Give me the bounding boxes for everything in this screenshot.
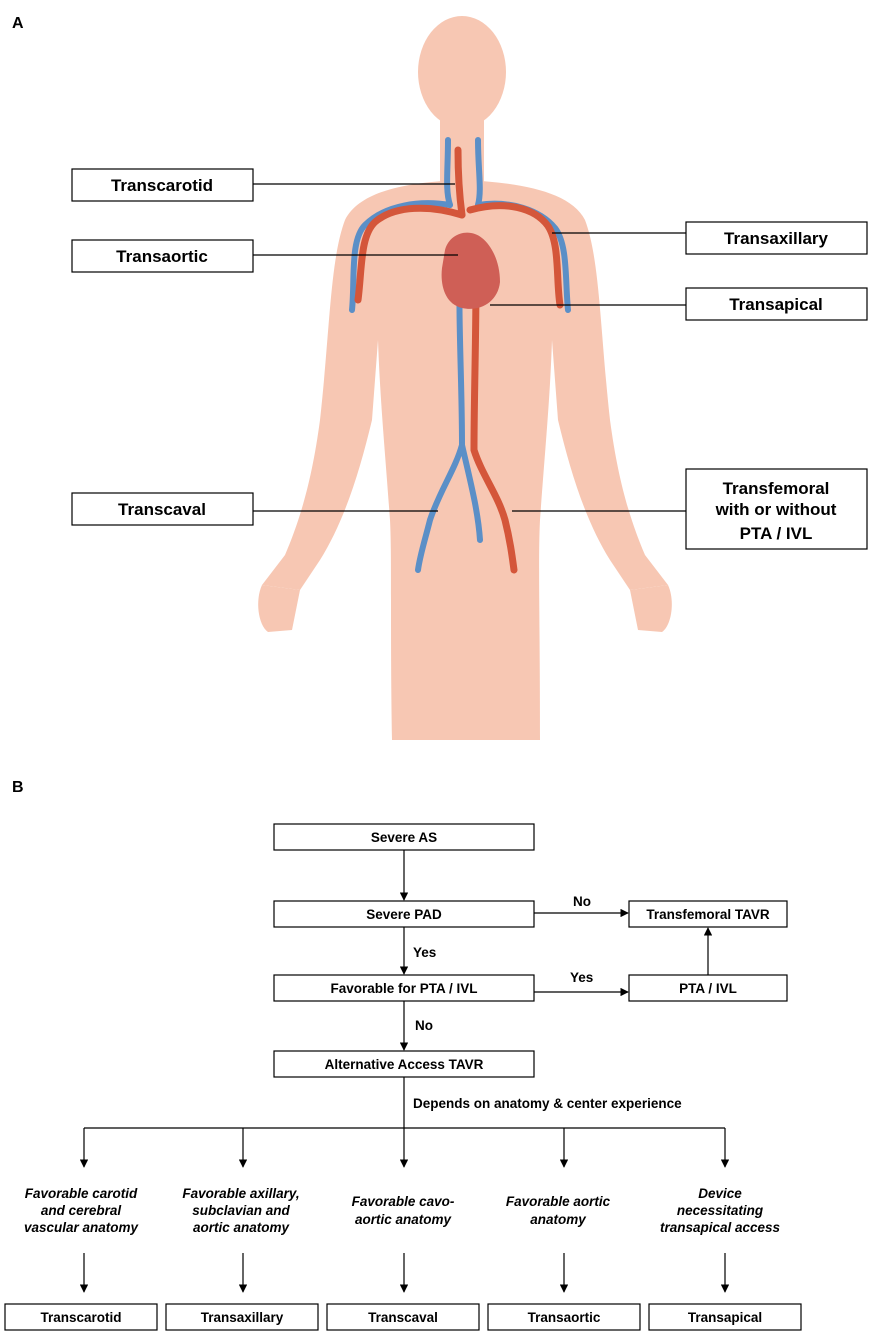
svg-text:PTA / IVL: PTA / IVL — [679, 981, 737, 996]
label-transcarotid: Transcarotid — [71, 168, 254, 202]
svg-text:PTA / IVL: PTA / IVL — [740, 524, 813, 543]
node-severe-pad: Severe PAD — [273, 900, 535, 928]
svg-text:Transaxillary: Transaxillary — [724, 229, 829, 248]
svg-text:Favorable for PTA / IVL: Favorable for PTA / IVL — [330, 981, 477, 996]
svg-text:aortic anatomy: aortic anatomy — [193, 1220, 291, 1235]
outcome-transapical: Transapical — [648, 1303, 802, 1331]
node-transfemoral-tavr: Transfemoral TAVR — [628, 900, 788, 928]
outcome-arrows — [79, 1253, 730, 1293]
svg-text:Transapical: Transapical — [729, 295, 823, 314]
leader-lines — [253, 183, 686, 512]
node-severe-as: Severe AS — [273, 823, 535, 851]
label-transcaval: Transcaval — [71, 492, 254, 526]
svg-text:Favorable carotid: Favorable carotid — [25, 1186, 138, 1201]
outcome-transcarotid: Transcarotid — [4, 1303, 158, 1331]
svg-text:Transcarotid: Transcarotid — [111, 176, 213, 195]
node-pta-ivl: PTA / IVL — [628, 974, 788, 1002]
svg-text:anatomy: anatomy — [530, 1212, 587, 1227]
label-transfemoral: Transfemoral with or without PTA / IVL — [685, 468, 868, 550]
svg-text:Transcarotid: Transcarotid — [40, 1310, 121, 1325]
edge-label-yes: Yes — [413, 945, 436, 960]
svg-text:Device: Device — [698, 1186, 742, 1201]
svg-text:Transapical: Transapical — [688, 1310, 762, 1325]
svg-text:Transaxillary: Transaxillary — [201, 1310, 284, 1325]
svg-text:Favorable aortic: Favorable aortic — [506, 1194, 611, 1209]
panel-b-letter: B — [12, 779, 24, 796]
svg-text:Transaortic: Transaortic — [116, 247, 208, 266]
arteries — [354, 146, 564, 574]
svg-text:transapical access: transapical access — [660, 1220, 781, 1235]
svg-text:aortic anatomy: aortic anatomy — [355, 1212, 453, 1227]
svg-text:Severe AS: Severe AS — [371, 830, 437, 845]
criterion-carotid: Favorable carotid and cerebral vascular … — [24, 1186, 140, 1235]
label-transaxillary: Transaxillary — [685, 221, 868, 255]
criterion-axillary: Favorable axillary, subclavian and aorti… — [182, 1186, 299, 1235]
svg-text:subclavian and: subclavian and — [192, 1203, 290, 1218]
svg-text:Severe PAD: Severe PAD — [366, 907, 442, 922]
outcome-transcaval: Transcaval — [326, 1303, 480, 1331]
body-silhouette — [258, 16, 672, 740]
edge-label-yes: Yes — [570, 970, 593, 985]
svg-text:and cerebral: and cerebral — [41, 1203, 122, 1218]
svg-text:vascular anatomy: vascular anatomy — [24, 1220, 140, 1235]
body-illustration — [258, 16, 672, 740]
flow-arrows — [399, 850, 713, 1051]
label-transaortic: Transaortic — [71, 239, 254, 273]
heart — [441, 232, 500, 309]
edge-label-depends: Depends on anatomy & center experience — [413, 1096, 682, 1111]
svg-text:Transfemoral TAVR: Transfemoral TAVR — [646, 907, 770, 922]
svg-text:Transaortic: Transaortic — [528, 1310, 601, 1325]
svg-text:Transcaval: Transcaval — [368, 1310, 438, 1325]
branch-lines — [79, 1077, 730, 1168]
node-alternative-access: Alternative Access TAVR — [273, 1050, 535, 1078]
svg-text:necessitating: necessitating — [677, 1203, 764, 1218]
svg-text:Favorable cavo-: Favorable cavo- — [352, 1194, 455, 1209]
criterion-aortic: Favorable aortic anatomy — [506, 1194, 611, 1227]
edge-label-no: No — [573, 894, 591, 909]
svg-text:Alternative Access TAVR: Alternative Access TAVR — [325, 1057, 484, 1072]
panel-a-letter: A — [12, 15, 24, 32]
outcome-transaxillary: Transaxillary — [165, 1303, 319, 1331]
outcome-transaortic: Transaortic — [487, 1303, 641, 1331]
svg-text:with or without: with or without — [715, 500, 837, 519]
criterion-caval: Favorable cavo- aortic anatomy — [352, 1194, 455, 1227]
label-transapical: Transapical — [685, 287, 868, 321]
edge-label-no: No — [415, 1018, 433, 1033]
svg-text:Favorable axillary,: Favorable axillary, — [182, 1186, 299, 1201]
criterion-apical: Device necessitating transapical access — [660, 1186, 781, 1235]
node-favorable-pta: Favorable for PTA / IVL — [273, 974, 535, 1002]
svg-text:Transfemoral: Transfemoral — [723, 479, 830, 498]
svg-text:Transcaval: Transcaval — [118, 500, 206, 519]
